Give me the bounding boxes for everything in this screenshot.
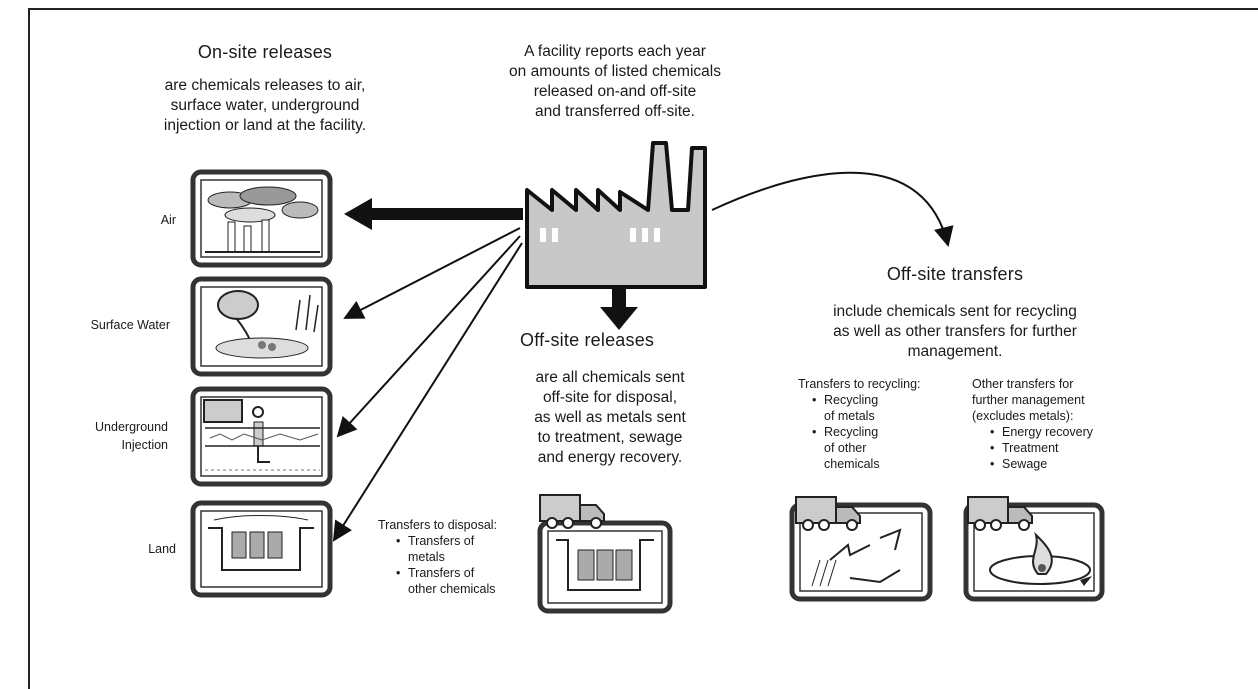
disposal-item-line: Transfers of bbox=[408, 534, 475, 548]
label-underground-line: Underground bbox=[95, 420, 168, 434]
disposal-title: Transfers to disposal: bbox=[378, 518, 498, 532]
onsite-description: are chemicals releases to air, surface w… bbox=[120, 76, 410, 136]
label-underground-injection: Underground Injection bbox=[60, 418, 168, 454]
other-transfers-title-line: further management bbox=[972, 393, 1085, 407]
recycling-list: Transfers to recycling: Recycling of met… bbox=[798, 376, 958, 472]
arrow-to-underground bbox=[336, 235, 521, 438]
onsite-line: injection or land at the facility. bbox=[163, 117, 367, 134]
onsite-line: surface water, underground bbox=[170, 97, 360, 114]
disposal-item: Transfers of metals bbox=[394, 533, 538, 565]
other-transfers-title-line: (excludes metals): bbox=[972, 409, 1074, 423]
recycling-title: Transfers to recycling: bbox=[798, 377, 921, 391]
other-transfers-item: Sewage bbox=[988, 456, 1132, 472]
disposal-item: Transfers of other chemicals bbox=[394, 565, 538, 597]
other-transfers-item: Treatment bbox=[988, 440, 1132, 456]
offsite-transfers-line: include chemicals sent for recycling bbox=[833, 303, 1077, 320]
facility-line: and transferred off-site. bbox=[535, 103, 695, 120]
offsite-transfers-line: management. bbox=[907, 343, 1003, 360]
surface-water-panel bbox=[190, 276, 333, 377]
offsite-transfers-heading: Off-site transfers bbox=[886, 264, 1024, 284]
disposal-item-line: Transfers of bbox=[408, 566, 475, 580]
recycling-panel bbox=[789, 496, 933, 602]
facility-description: A facility reports each year on amounts … bbox=[480, 42, 750, 122]
facility-line: on amounts of listed chemicals bbox=[509, 63, 721, 80]
other-transfers-title-line: Other transfers for bbox=[972, 377, 1074, 391]
offsite-transfers-description: include chemicals sent for recycling as … bbox=[790, 302, 1120, 362]
underground-injection-panel bbox=[190, 386, 333, 487]
arrow-to-land bbox=[332, 242, 523, 542]
offsite-releases-heading: Off-site releases bbox=[520, 330, 655, 350]
other-transfers-panel bbox=[963, 496, 1105, 602]
diagram-frame bbox=[28, 8, 1258, 689]
label-land: Land bbox=[148, 542, 176, 556]
disposal-list: Transfers to disposal: Transfers of meta… bbox=[378, 517, 538, 597]
other-transfers-item: Energy recovery bbox=[988, 424, 1132, 440]
offsite-releases-description: are all chemicals sent off-site for disp… bbox=[505, 368, 715, 468]
arrow-to-surface-water bbox=[343, 227, 521, 319]
label-surface-water: Surface Water bbox=[90, 318, 170, 332]
offsite-releases-line: are all chemicals sent bbox=[535, 369, 685, 386]
offsite-releases-line: as well as metals sent bbox=[534, 409, 686, 426]
facility-line: released on-and off-site bbox=[533, 83, 697, 100]
air-panel bbox=[190, 169, 333, 268]
offsite-releases-line: and energy recovery. bbox=[537, 449, 683, 466]
disposal-panel bbox=[537, 494, 673, 614]
recycling-item-line: of other bbox=[824, 441, 867, 455]
recycling-item: Recycling of other chemicals bbox=[810, 424, 958, 472]
facility-line: A facility reports each year bbox=[524, 43, 706, 60]
onsite-heading: On-site releases bbox=[197, 42, 333, 62]
recycling-item-line: chemicals bbox=[824, 457, 880, 471]
onsite-line: are chemicals releases to air, bbox=[164, 77, 366, 94]
arrow-down-offsite bbox=[600, 287, 638, 330]
arrow-to-transfers bbox=[711, 171, 954, 247]
recycling-item-line: Recycling bbox=[824, 425, 879, 439]
offsite-releases-line: off-site for disposal, bbox=[542, 389, 678, 406]
offsite-releases-line: to treatment, sewage bbox=[537, 429, 683, 446]
recycling-item-line: Recycling bbox=[824, 393, 879, 407]
recycling-item: Recycling of metals bbox=[810, 392, 958, 424]
factory-icon bbox=[525, 141, 707, 289]
land-panel bbox=[190, 500, 333, 598]
recycling-item-line: of metals bbox=[824, 409, 875, 423]
label-underground-line: Injection bbox=[121, 438, 168, 452]
offsite-transfers-line: as well as other transfers for further bbox=[833, 323, 1077, 340]
arrow-to-air bbox=[344, 198, 523, 230]
disposal-item-line: other chemicals bbox=[408, 582, 496, 596]
label-air: Air bbox=[160, 213, 176, 227]
other-transfers-list: Other transfers for further management (… bbox=[972, 376, 1132, 472]
disposal-item-line: metals bbox=[408, 550, 445, 564]
